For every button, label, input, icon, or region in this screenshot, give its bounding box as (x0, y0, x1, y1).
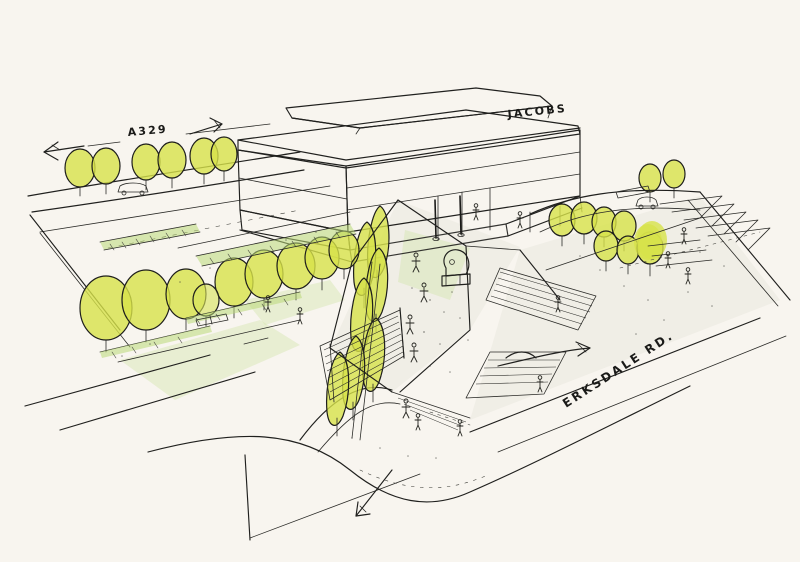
site-roads (24, 123, 791, 541)
ground-speckle (121, 231, 725, 459)
building-label: JACOBS (506, 102, 568, 121)
parking-edge-tree (637, 221, 667, 259)
avenue-tree-row (192, 230, 360, 327)
round-tree (662, 159, 686, 199)
columnar-tree-row (326, 205, 390, 441)
arrow-south (355, 469, 393, 517)
road-markings (107, 209, 491, 489)
round-tree (570, 201, 598, 245)
east-verge (519, 189, 701, 301)
road-label-a329: A329 (127, 123, 168, 139)
entrance-columns (432, 195, 465, 241)
north-tree-row (64, 136, 238, 197)
terraced-steps (319, 267, 597, 431)
vehicle-sketch (117, 182, 659, 210)
round-tree (192, 283, 220, 327)
pedestrian-figures (264, 203, 692, 437)
arrow-northeast (189, 117, 223, 135)
central-plaza (329, 199, 521, 393)
parking-bays (619, 195, 771, 269)
arrow-northwest (43, 141, 85, 161)
arrow-east (497, 341, 591, 367)
west-tree-cluster (79, 268, 207, 353)
direction-arrows (43, 117, 591, 517)
round-tree (157, 141, 187, 189)
round-tree (91, 147, 121, 195)
round-tree (210, 136, 238, 182)
site-furniture (195, 185, 651, 345)
plaza-sculpture (441, 249, 471, 287)
